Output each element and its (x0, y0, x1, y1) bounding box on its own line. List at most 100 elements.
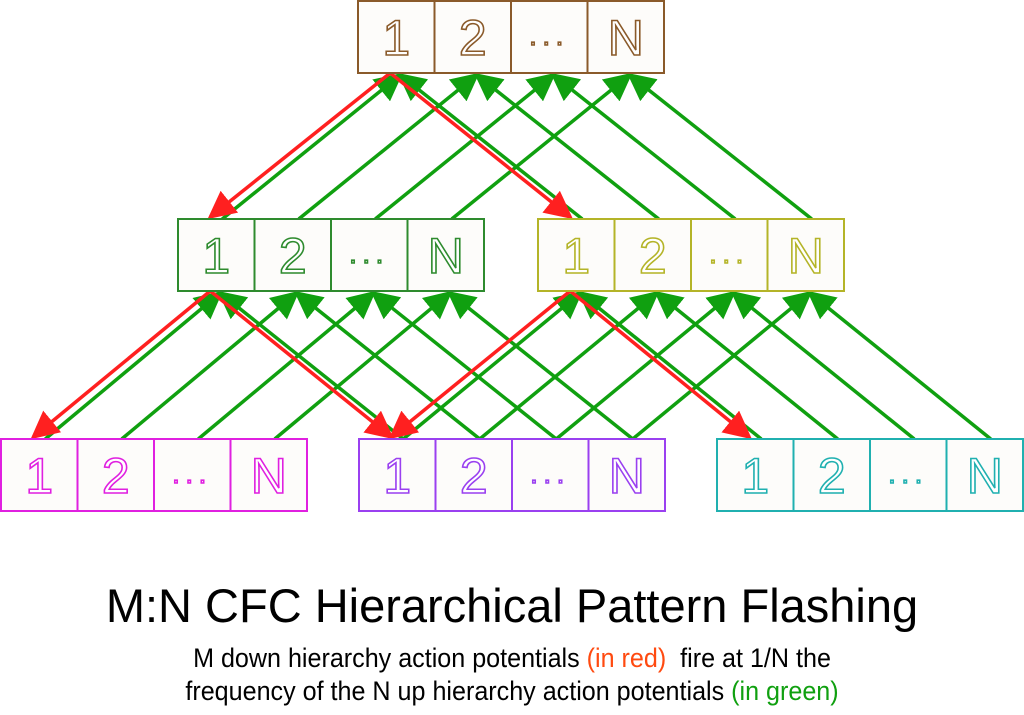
cell-3: ... (869, 438, 948, 512)
down-arrow (209, 289, 394, 440)
in-red-note: (in red) (586, 643, 667, 673)
up-arrow (654, 290, 839, 441)
cell-3: ... (690, 218, 769, 292)
cell-box (766, 218, 845, 292)
cell-box (586, 0, 665, 74)
cell-2: 2 (434, 438, 513, 512)
cell-1: 1 (537, 218, 616, 292)
cell-label: ... (530, 459, 570, 489)
down-arrow (389, 71, 573, 220)
up-arrow (370, 290, 558, 441)
cell-box (587, 438, 666, 512)
up-arrow (374, 72, 556, 221)
cell-box (690, 218, 769, 292)
cell-label: 1 (741, 448, 769, 504)
cell-box (945, 438, 1024, 512)
diagram-title: M:N CFC Hierarchical Pattern Flashing (105, 579, 919, 632)
cell-2: 2 (76, 438, 155, 512)
cell-4: N (586, 0, 665, 74)
up-arrow (397, 72, 584, 221)
cell-box (229, 438, 308, 512)
cell-box (0, 438, 79, 512)
up-arrow (447, 290, 634, 441)
down-arrow (207, 71, 392, 220)
cell-box (253, 218, 332, 292)
subtitle-text: M down hierarchy action potentials (193, 643, 587, 673)
down-arrow (388, 289, 572, 440)
up-arrow (217, 290, 405, 441)
in-green-note: (in green) (731, 676, 839, 706)
up-arrow (297, 72, 480, 221)
cell-label: ... (349, 239, 389, 269)
cell-box (406, 218, 485, 292)
cell-box (330, 218, 409, 292)
cell-label: N (608, 10, 644, 66)
cell-label: N (967, 448, 1003, 504)
up-arrow (294, 290, 481, 441)
cell-box (177, 218, 256, 292)
up-arrow (807, 290, 992, 441)
cell-2: 2 (433, 0, 512, 74)
cell-box (537, 218, 616, 292)
cell-1: 1 (358, 438, 437, 512)
cell-label: 1 (383, 448, 411, 504)
cell-box (869, 438, 948, 512)
down-arrow (569, 289, 752, 440)
cell-3: ... (153, 438, 232, 512)
cell-1: 1 (357, 0, 436, 74)
cell-label: ... (529, 21, 569, 51)
cell-2: 2 (253, 218, 332, 292)
cell-4: N (945, 438, 1024, 512)
up-arrow (450, 72, 633, 221)
subtitle-text: fire at 1/N the (666, 643, 831, 673)
cell-1: 1 (716, 438, 795, 512)
cell-label: 1 (25, 448, 53, 504)
cell-label: N (609, 448, 645, 504)
cell-label: N (428, 228, 464, 284)
up-arrow (44, 290, 223, 441)
up-arrow (197, 290, 376, 441)
cell-3: ... (510, 0, 589, 74)
cell-2: 2 (613, 218, 692, 292)
cell-4: N (766, 218, 845, 292)
subtitle-line-2: frequency of the N up hierarchy action p… (36, 676, 988, 707)
cell-label: ... (172, 459, 212, 489)
cell-4: N (229, 438, 308, 512)
cell-3: ... (330, 218, 409, 292)
cell-3: ... (511, 438, 590, 512)
subtitle-line-1: M down hierarchy action potentials (in r… (36, 643, 988, 674)
up-arrow (730, 290, 916, 441)
up-arrow (627, 72, 813, 221)
cell-label: 1 (562, 228, 590, 284)
cell-label: ... (709, 239, 749, 269)
cell-2: 2 (792, 438, 871, 512)
cell-4: N (406, 218, 485, 292)
cell-label: 2 (459, 10, 487, 66)
up-arrow (474, 72, 660, 221)
cell-label: 2 (102, 448, 130, 504)
cell-label: 2 (460, 448, 488, 504)
up-arrow (273, 290, 453, 441)
up-arrow (631, 290, 813, 441)
cell-label: 1 (202, 228, 230, 284)
subtitle-text: frequency of the N up hierarchy action p… (185, 676, 732, 706)
arrows-layer (30, 71, 992, 441)
cell-box (613, 218, 692, 292)
cell-label: N (788, 228, 824, 284)
down-arrow (30, 289, 212, 440)
cell-label: 2 (818, 448, 846, 504)
up-arrow (555, 290, 736, 441)
up-arrow (120, 290, 300, 441)
cell-box (357, 0, 436, 74)
cell-4: N (587, 438, 666, 512)
cell-box (434, 438, 513, 512)
cell-label: 1 (382, 10, 410, 66)
cell-1: 1 (0, 438, 79, 512)
